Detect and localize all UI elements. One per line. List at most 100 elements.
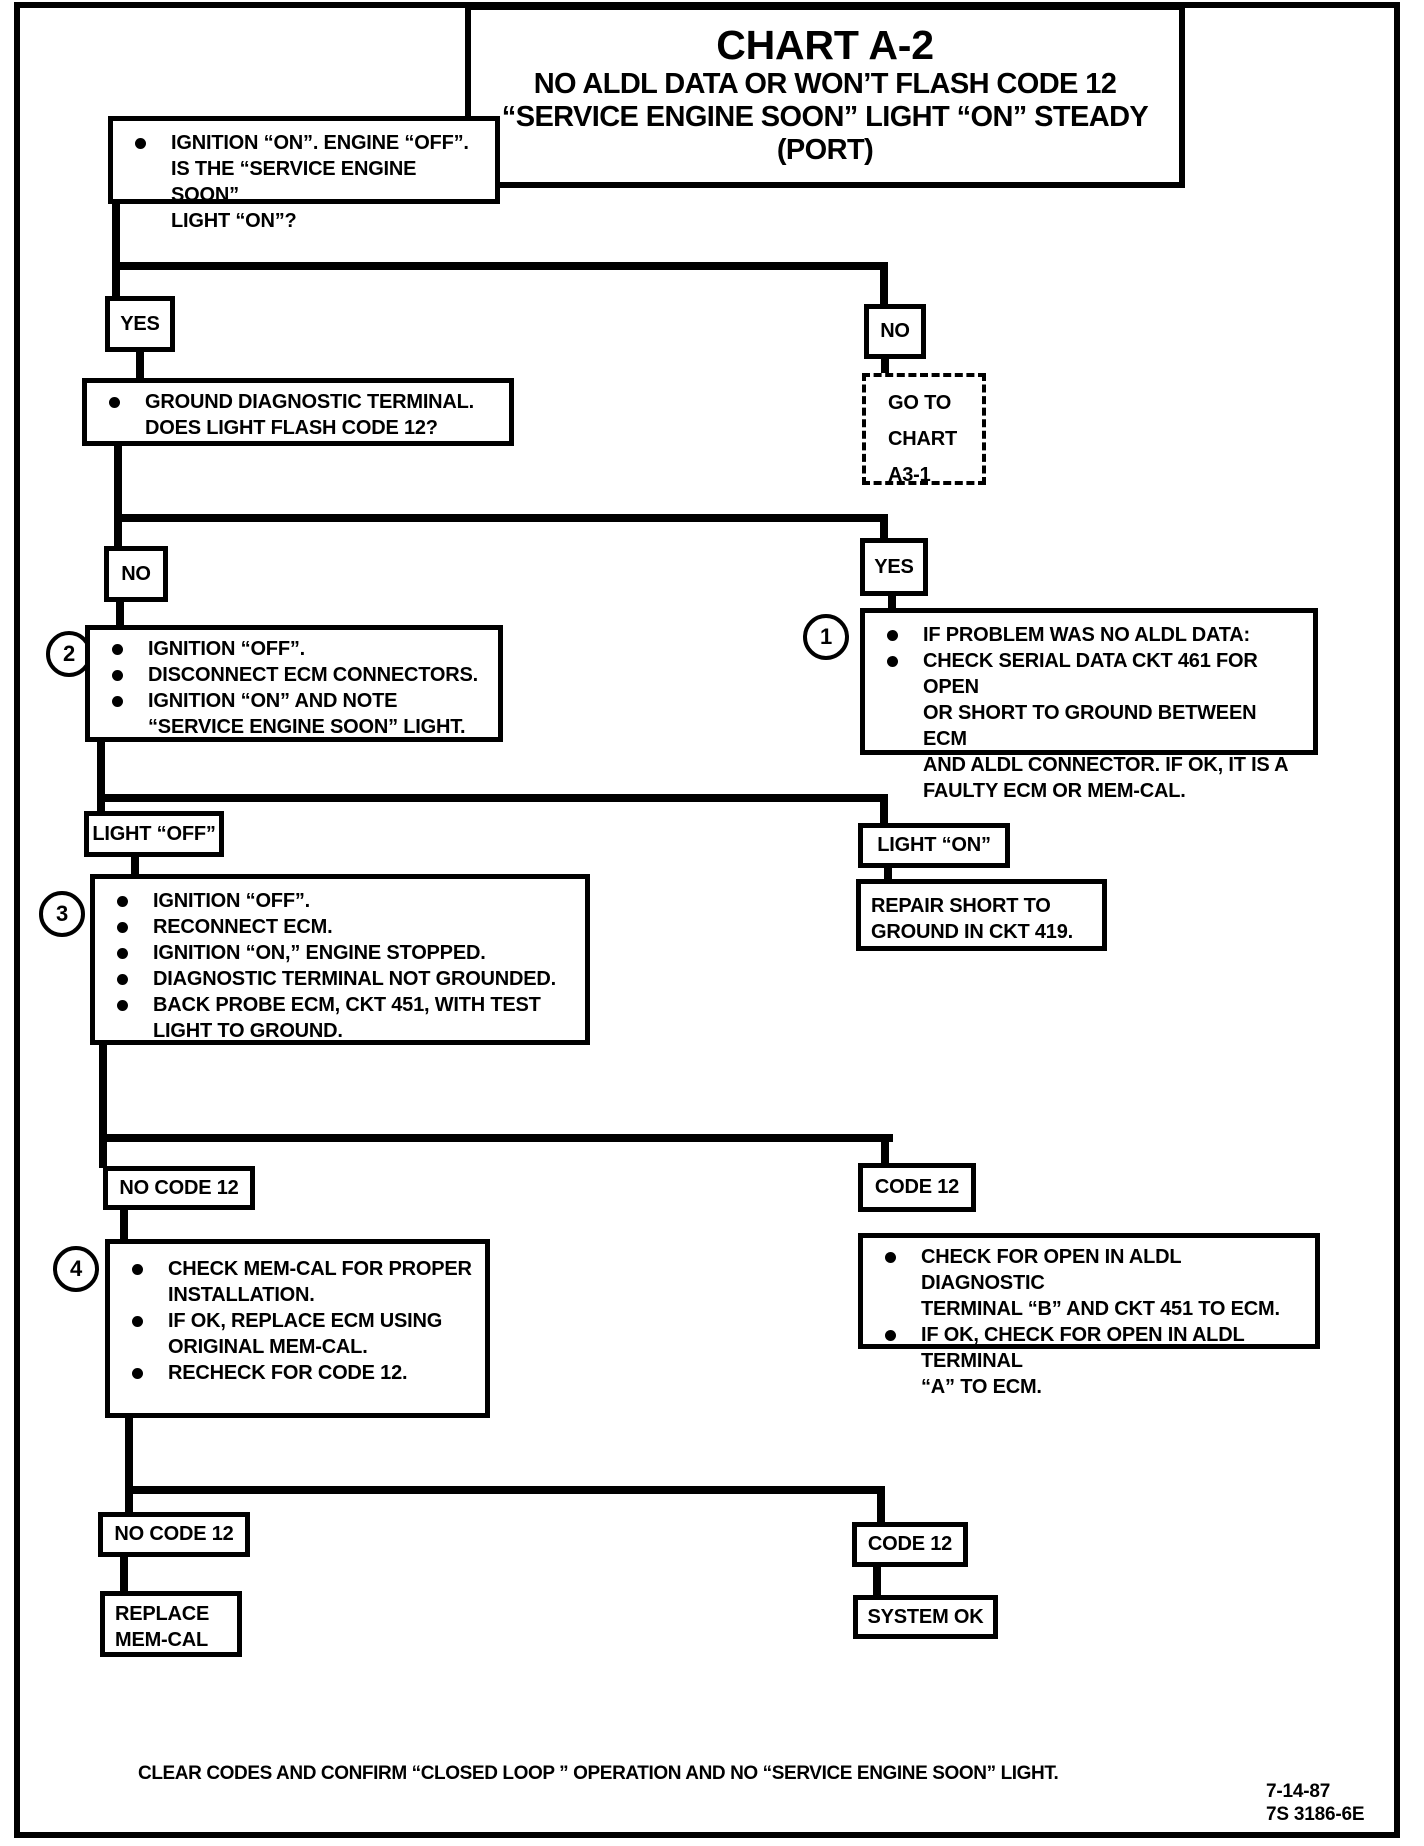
text-line: ORIGINAL MEM-CAL. [168,1336,368,1358]
text-line: CHECK FOR OPEN IN ALDL DIAGNOSTIC [921,1246,1182,1294]
connector [116,600,124,627]
node-ground-diagnostic-question: GROUND DIAGNOSTIC TERMINAL. DOES LIGHT F… [82,378,514,446]
node-yes-1: YES [105,296,175,352]
bullet-dot [885,1252,896,1263]
text-line: TERMINAL “B” AND CKT 451 TO ECM. [921,1298,1280,1320]
node-memcal-check: CHECK MEM-CAL FOR PROPER INSTALLATION. I… [105,1239,490,1418]
bullet-item: CHECK SERIAL DATA CKT 461 FOR OPEN OR SH… [865,648,1305,804]
text-line: INSTALLATION. [168,1284,315,1306]
connector [120,1208,128,1241]
revision-stamp: 7-14-87 7S 3186-6E [1266,1780,1365,1826]
connector [114,514,888,522]
connector [97,794,888,802]
connector [125,1486,885,1494]
bullet-dot [117,922,128,933]
node-no-1: NO [864,304,926,359]
step-circle-1: 1 [803,614,849,660]
node-no-code-12-a: NO CODE 12 [103,1166,255,1210]
node-code-12-a: CODE 12 [858,1163,976,1212]
text-line: IF PROBLEM WAS NO ALDL DATA: [923,624,1250,646]
text-line: DISCONNECT ECM CONNECTORS. [148,664,479,686]
bullet-dot [135,138,146,149]
text-line: LIGHT “ON”? [171,210,297,232]
bullet-dot [887,656,898,667]
text-line: MEM-CAL [115,1629,209,1651]
node-light-off: LIGHT “OFF” [84,811,224,857]
bullet-item: GROUND DIAGNOSTIC TERMINAL. DOES LIGHT F… [87,389,501,441]
bullet-dot [117,1000,128,1011]
text-line: “A” TO ECM. [921,1376,1042,1398]
bullet-dot [117,974,128,985]
bullet-dot [112,644,123,655]
bullet-dot [112,670,123,681]
node-no-code-12-b: NO CODE 12 [98,1512,250,1557]
revision-date: 7-14-87 [1266,1781,1331,1802]
text-line: RECHECK FOR CODE 12. [168,1362,408,1384]
node-ignition-on-question: IGNITION “ON”. ENGINE “OFF”. IS THE “SER… [108,116,500,232]
connector [125,1416,133,1514]
connector [136,350,144,380]
bullet-item: RECHECK FOR CODE 12. [110,1360,477,1386]
text-line: “SERVICE ENGINE SOON” LIGHT. [148,716,466,738]
revision-code: 7S 3186-6E [1266,1804,1365,1825]
bullet-item: DIAGNOSTIC TERMINAL NOT GROUNDED. [95,966,577,992]
node-no-2: NO [104,546,168,602]
text-line: GROUND DIAGNOSTIC TERMINAL. [145,391,475,413]
connector [880,262,888,306]
connector [99,1134,893,1142]
bullet-dot [109,397,120,408]
node-aldl-open-check: CHECK FOR OPEN IN ALDL DIAGNOSTIC TERMIN… [858,1233,1320,1398]
connector [880,514,888,540]
text-line: IGNITION “OFF”. [153,890,310,912]
bullet-dot [132,1368,143,1379]
bullet-item: CHECK FOR OPEN IN ALDL DIAGNOSTIC TERMIN… [863,1244,1307,1322]
text-line: IGNITION “ON” AND NOTE [148,690,398,712]
connector [114,444,122,548]
text-line: GROUND IN CKT 419. [871,921,1073,943]
bullet-item: IGNITION “OFF”. [90,636,490,662]
bullet-dot [117,948,128,959]
connector [112,198,120,298]
text-line: IF OK, CHECK FOR OPEN IN ALDL TERMINAL [921,1324,1245,1372]
bullet-item: IGNITION “OFF”. [95,888,577,914]
bullet-item: IF OK, REPLACE ECM USING ORIGINAL MEM-CA… [110,1308,477,1360]
bullet-item: DISCONNECT ECM CONNECTORS. [90,662,490,688]
text-line: LIGHT TO GROUND. [153,1020,343,1042]
text-line: IGNITION “ON,” ENGINE STOPPED. [153,942,486,964]
node-backprobe-ckt451: IGNITION “OFF”. RECONNECT ECM. IGNITION … [90,874,590,1045]
bullet-item: IGNITION “ON” AND NOTE “SERVICE ENGINE S… [90,688,490,740]
chart-title-box: CHART A-2 NO ALDL DATA OR WON’T FLASH CO… [465,4,1185,188]
bullet-dot [117,896,128,907]
node-replace-memcal: REPLACE MEM-CAL [100,1591,242,1657]
chart-subtitle-2: “SERVICE ENGINE SOON” LIGHT “ON” STEADY [501,101,1149,133]
connector [97,738,105,814]
connector [881,1134,889,1166]
connector [881,357,889,375]
bullet-dot [132,1316,143,1327]
node-ecm-disconnect: IGNITION “OFF”. DISCONNECT ECM CONNECTOR… [85,625,503,742]
connector [877,1486,885,1524]
text-line: IGNITION “OFF”. [148,638,305,660]
text-line: BACK PROBE ECM, CKT 451, WITH TEST [153,994,541,1016]
text-line: IF OK, REPLACE ECM USING [168,1310,443,1332]
text-line: OR SHORT TO GROUND BETWEEN ECM [923,702,1257,750]
text-line: CHECK MEM-CAL FOR PROPER [168,1258,472,1280]
connector [99,1043,107,1168]
connector [112,262,888,270]
text-line: FAULTY ECM OR MEM-CAL. [923,780,1186,802]
bullet-item: IF OK, CHECK FOR OPEN IN ALDL TERMINAL “… [863,1322,1307,1400]
text-line: DOES LIGHT FLASH CODE 12? [145,417,438,439]
node-repair-short-ckt419: REPAIR SHORT TO GROUND IN CKT 419. [856,879,1107,951]
connector [120,1555,128,1594]
text-line: DIAGNOSTIC TERMINAL NOT GROUNDED. [153,968,557,990]
node-code-12-b: CODE 12 [852,1522,968,1567]
step-circle-4: 4 [53,1246,99,1292]
text-line: IGNITION “ON”. ENGINE “OFF”. [171,132,469,154]
footer-note: CLEAR CODES AND CONFIRM “CLOSED LOOP ” O… [138,1763,1059,1784]
chart-subtitle-1: NO ALDL DATA OR WON’T FLASH CODE 12 [533,68,1117,100]
bullet-item: RECONNECT ECM. [95,914,577,940]
text-line: RECONNECT ECM. [153,916,333,938]
connector [873,1565,881,1597]
node-light-on: LIGHT “ON” [858,823,1010,868]
